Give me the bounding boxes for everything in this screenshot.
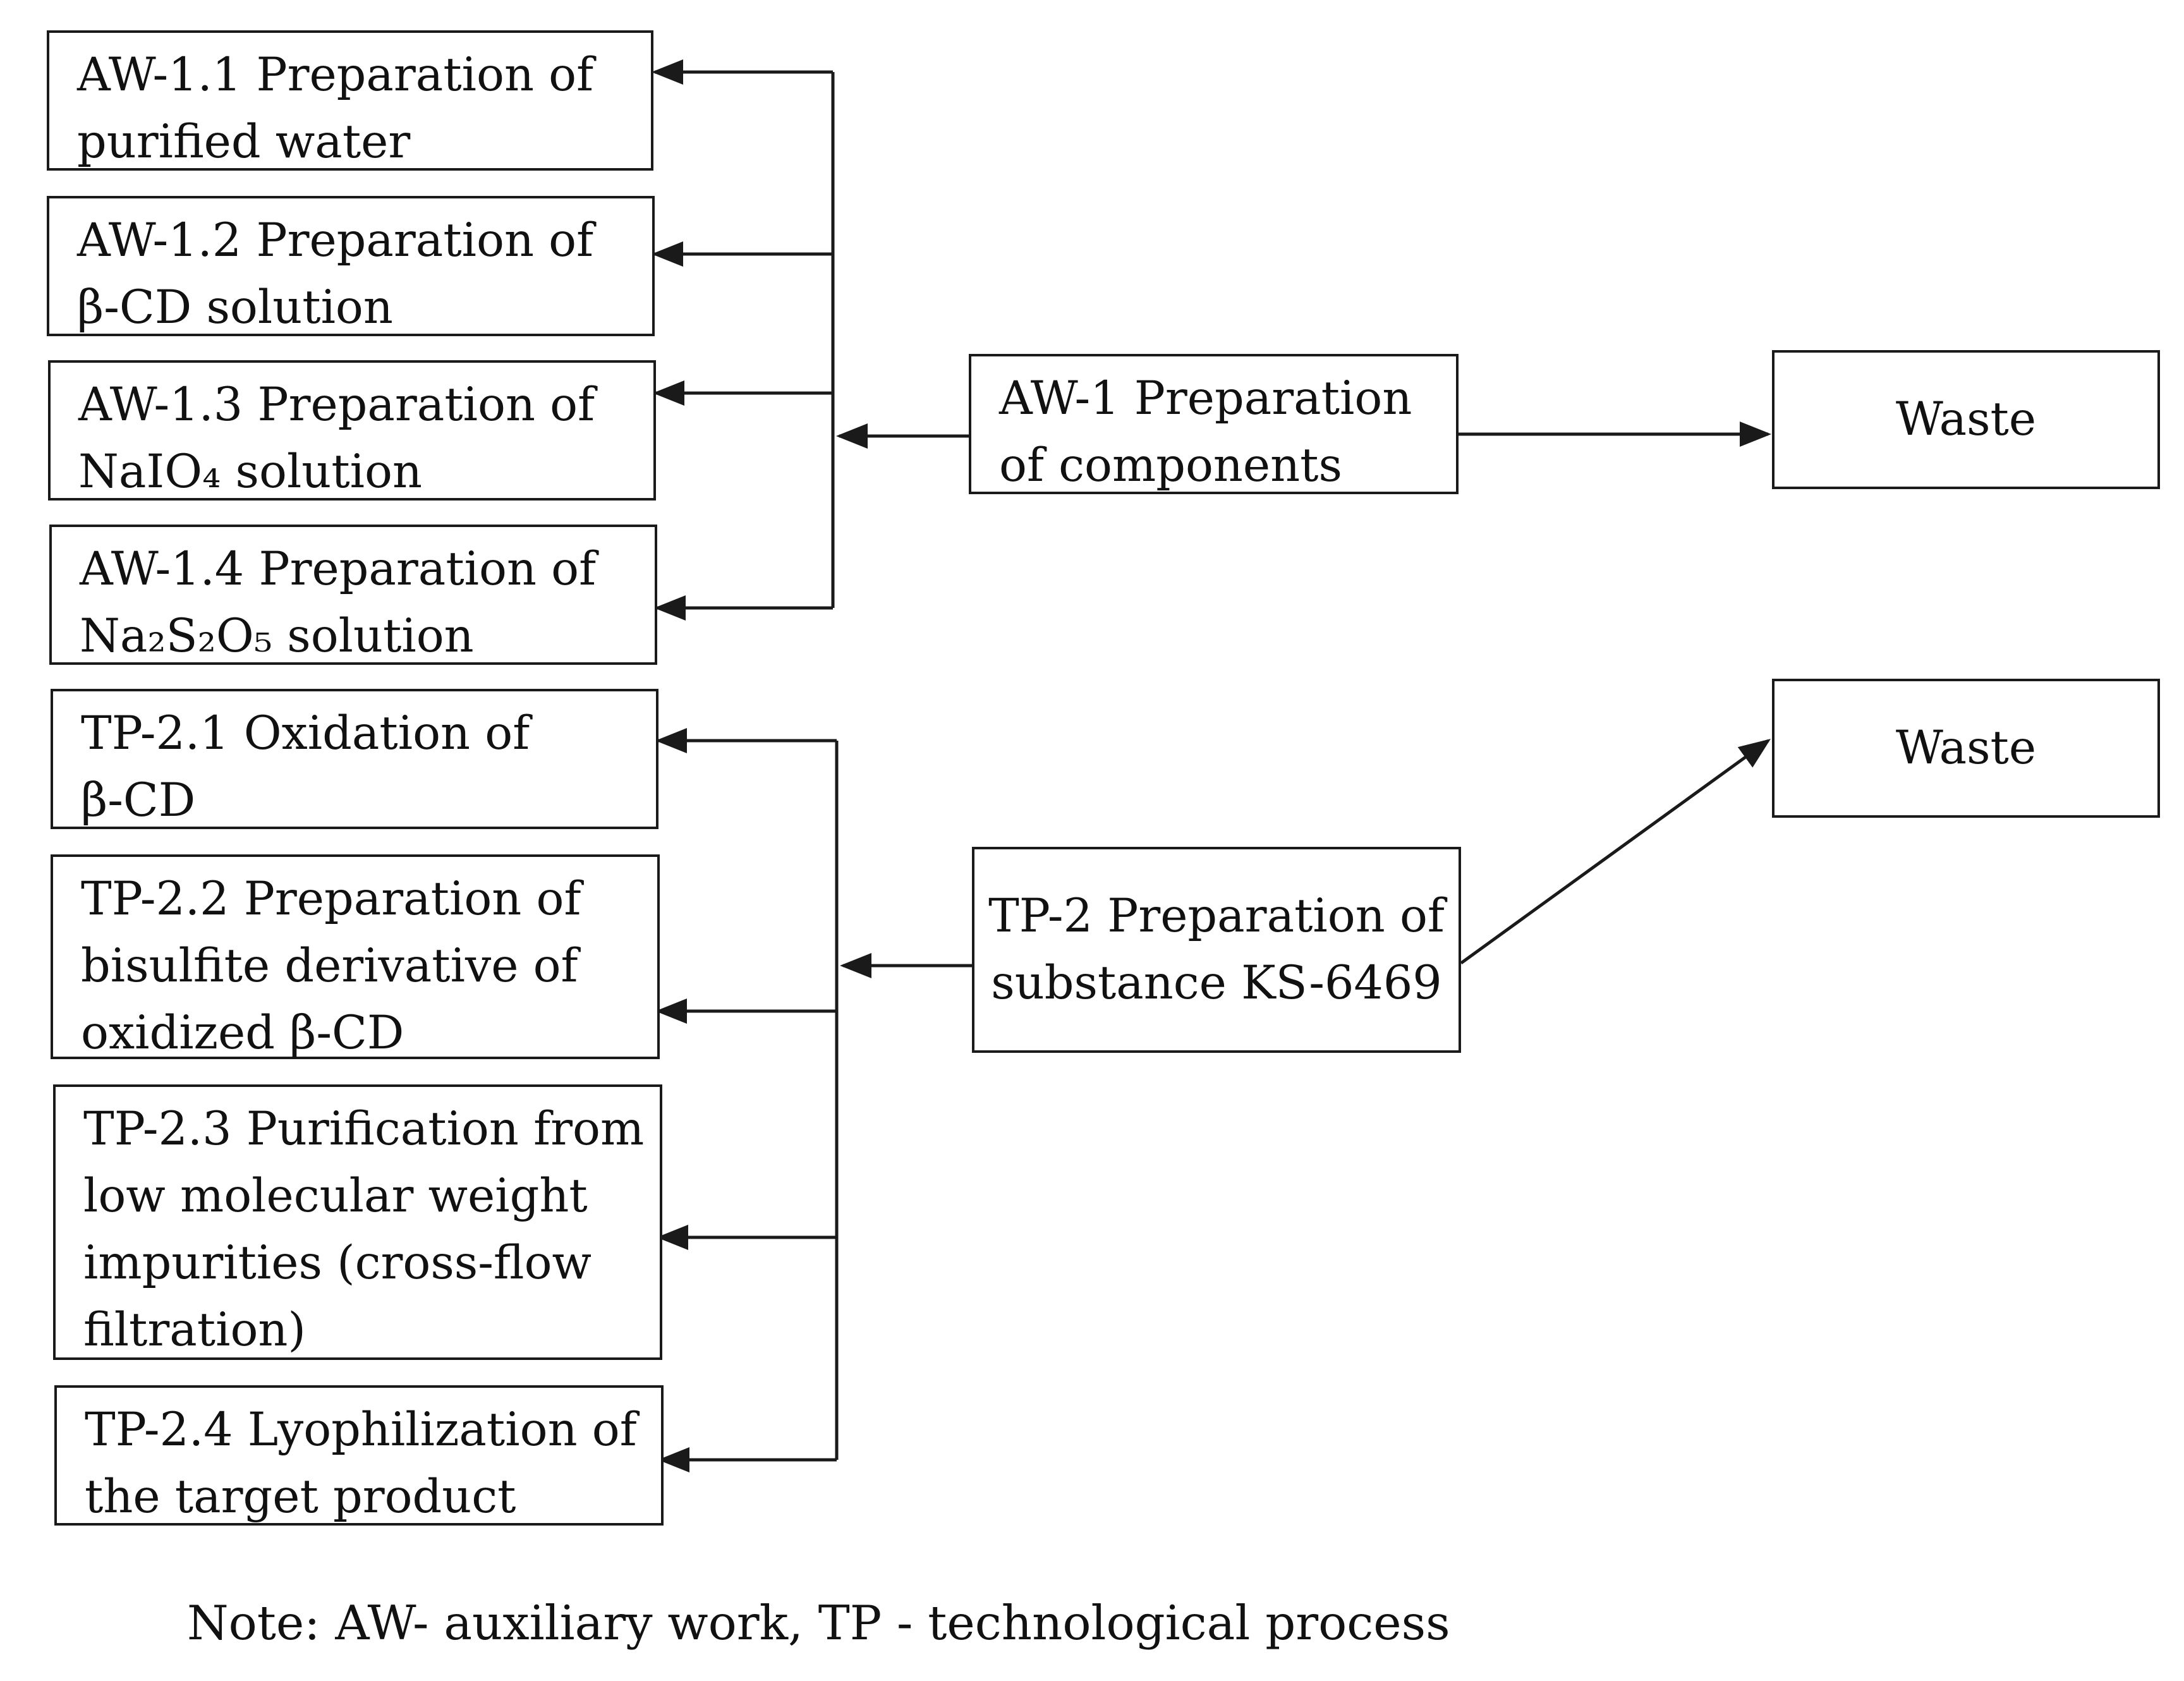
waste-box-1: Waste (1772, 350, 2160, 489)
connector-tp2-to-waste (1460, 739, 1771, 965)
step-aw-1: AW-1 Preparation of components (969, 354, 1459, 494)
step-tp-2-line-1: TP-2 Preparation of (988, 889, 1445, 943)
step-tp-2-3: TP-2.3 Purification from low molecular w… (53, 1084, 662, 1360)
diagram-note: Note: AW- auxiliary work, TP - technolog… (187, 1595, 1450, 1651)
step-tp-2-line-2: substance KS-6469 (991, 956, 1442, 1010)
step-tp-2-2-line-1: TP-2.2 Preparation of (81, 872, 581, 926)
step-aw-1-line-2: of components (999, 439, 1342, 492)
step-aw-1-2: AW-1.2 Preparation of β-CD solution (47, 196, 655, 336)
step-tp-2-4: TP-2.4 Lyophilization of the target prod… (54, 1385, 664, 1526)
step-aw-1-3-line-2: NaIO₄ solution (78, 445, 422, 499)
step-aw-1-1-line-1: AW-1.1 Preparation of (77, 48, 594, 102)
step-tp-2: TP-2 Preparation of substance KS-6469 (972, 847, 1461, 1053)
step-aw-1-4: AW-1.4 Preparation of Na₂S₂O₅ solution (49, 525, 657, 665)
step-tp-2-4-line-2: the target product (85, 1470, 516, 1524)
step-tp-2-3-line-2: low molecular weight (83, 1169, 588, 1223)
step-tp-2-3-line-4: filtration) (83, 1303, 306, 1357)
step-tp-2-4-line-1: TP-2.4 Lyophilization of (85, 1403, 637, 1457)
step-aw-1-3-line-1: AW-1.3 Preparation of (78, 378, 595, 432)
step-tp-2-1-line-1: TP-2.1 Oxidation of (81, 707, 530, 760)
step-aw-1-4-line-2: Na₂S₂O₅ solution (80, 609, 474, 663)
waste-box-2-label: Waste (1895, 721, 2037, 775)
step-tp-2-3-line-3: impurities (cross-flow (83, 1236, 592, 1290)
step-tp-2-3-line-1: TP-2.3 Purification from (83, 1102, 645, 1156)
step-aw-1-1-line-2: purified water (77, 115, 411, 169)
step-aw-1-3: AW-1.3 Preparation of NaIO₄ solution (48, 360, 656, 501)
step-aw-1-1: AW-1.1 Preparation of purified water (47, 30, 653, 171)
step-tp-2-2: TP-2.2 Preparation of bisulfite derivati… (51, 854, 660, 1060)
step-aw-1-2-line-1: AW-1.2 Preparation of (77, 214, 594, 267)
step-tp-2-2-line-3: oxidized β-CD (81, 1006, 404, 1060)
step-tp-2-2-line-2: bisulfite derivative of (81, 939, 578, 993)
step-aw-1-line-1: AW-1 Preparation (999, 372, 1412, 425)
step-aw-1-2-line-2: β-CD solution (77, 281, 393, 334)
step-aw-1-4-line-1: AW-1.4 Preparation of (80, 542, 597, 596)
waste-box-1-label: Waste (1895, 392, 2037, 446)
waste-box-2: Waste (1772, 679, 2160, 818)
step-tp-2-1: TP-2.1 Oxidation of β-CD (51, 689, 658, 829)
step-tp-2-1-line-2: β-CD (81, 774, 196, 827)
